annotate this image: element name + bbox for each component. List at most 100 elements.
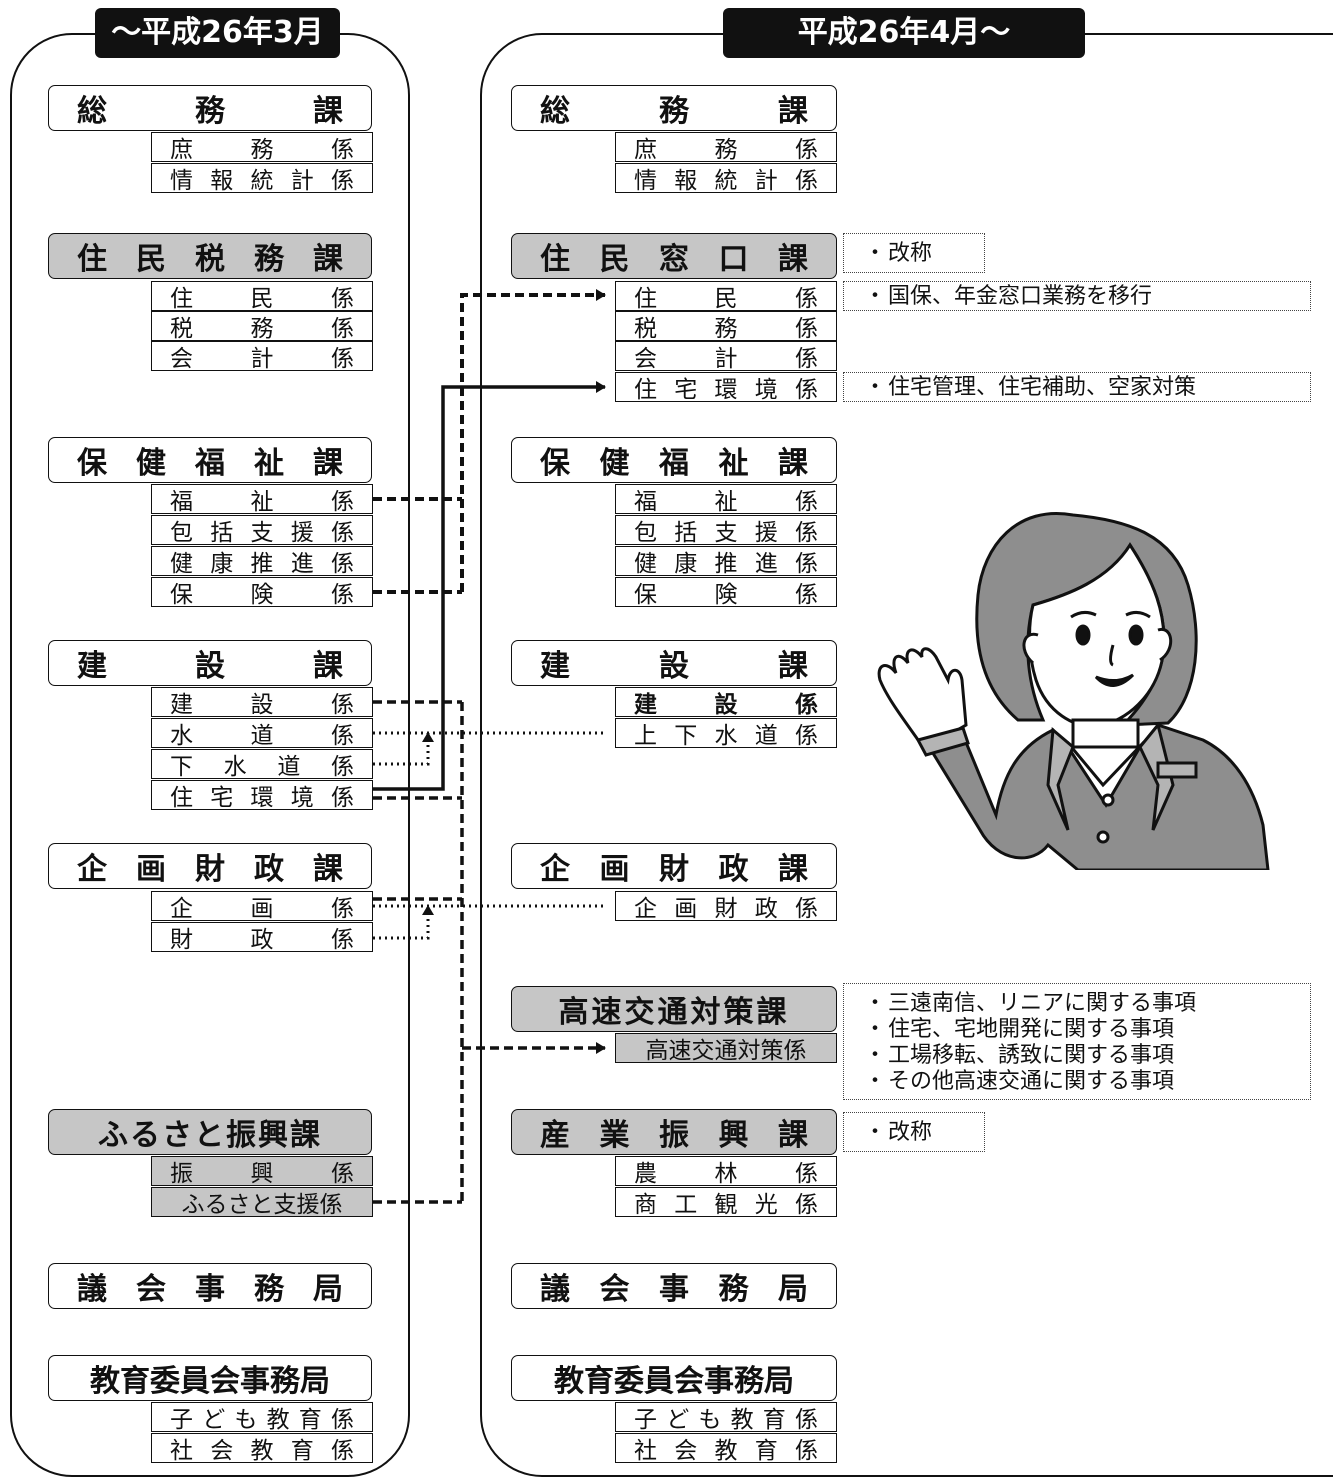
label-char: 道 xyxy=(277,754,301,779)
section-zeimu-before: 税務係 xyxy=(151,311,373,341)
label-char: 民 xyxy=(599,242,630,277)
label-char: 務 xyxy=(718,1272,749,1307)
label-char: 窓 xyxy=(659,242,689,277)
label-char: 係 xyxy=(331,168,354,193)
label-char: 援 xyxy=(290,520,314,545)
section-shomu-before: 庶務係 xyxy=(151,132,373,162)
section-label: 健康推進係 xyxy=(152,547,372,575)
label-char: 下 xyxy=(170,754,193,779)
label-char: 係 xyxy=(795,520,818,545)
label-char: 係 xyxy=(331,896,354,921)
connector-kokuho-nenkin xyxy=(373,295,605,594)
presenter-illustration xyxy=(877,512,1270,870)
label-char: 育 xyxy=(754,1438,778,1463)
note-line: 住宅管理、住宅補助、空家対策 xyxy=(864,375,1306,401)
section-label: 住宅環境係 xyxy=(616,373,836,402)
section-kikaku-before: 企画係 xyxy=(151,891,373,921)
section-shoko-kanko-after: 商工観光係 xyxy=(615,1187,837,1217)
label-char: 企 xyxy=(170,896,193,921)
dept-kosoku-kotsu-after: 高速交通対策課 xyxy=(511,986,837,1032)
label-char: 商 xyxy=(634,1192,657,1217)
before-panel-title: ～平成26年3月 xyxy=(95,8,340,58)
label-char: 子 xyxy=(170,1407,193,1432)
dept-kikaku-zaisei-before-label: 企画財政課 xyxy=(49,844,371,888)
label-char: 振 xyxy=(170,1161,193,1186)
label-char: 業 xyxy=(599,1118,630,1153)
dept-hoken-fukushi-after: 保健福祉課 xyxy=(511,437,837,483)
label-char: 統 xyxy=(250,168,274,193)
dept-jumin-madoguchi-after: 住民窓口課 xyxy=(511,233,837,279)
label-char: 情 xyxy=(170,168,193,193)
label-char: 健 xyxy=(599,446,630,481)
jacket xyxy=(925,721,1270,870)
label-char: 議 xyxy=(540,1272,570,1307)
label-char: 興 xyxy=(250,1161,274,1186)
label-char: 企 xyxy=(634,896,657,921)
after-panel-title: 平成26年4月～ xyxy=(723,8,1085,58)
label-char: 環 xyxy=(250,785,274,810)
section-jutaku-kankyo-after: 住宅環境係 xyxy=(615,372,837,402)
section-label: 庶務係 xyxy=(616,133,836,161)
label-char: 設 xyxy=(250,692,274,717)
section-hokatsu-shien-before: 包括支援係 xyxy=(151,515,373,545)
label-char: 観 xyxy=(714,1192,738,1217)
section-label: 会計係 xyxy=(616,342,836,371)
section-label: 情報統計係 xyxy=(616,164,836,192)
label-char: 係 xyxy=(331,927,354,952)
label-char: 係 xyxy=(331,723,354,748)
section-label: 農林係 xyxy=(616,1157,836,1186)
section-label: 上下水道係 xyxy=(616,719,836,748)
section-label: ふるさと支援係 xyxy=(181,1192,343,1217)
label-char: 係 xyxy=(795,489,818,514)
label-char: 祉 xyxy=(250,489,274,514)
section-label: 住民係 xyxy=(616,282,836,310)
section-label: 高速交通対策係 xyxy=(645,1038,807,1063)
label-char: 民 xyxy=(250,286,274,311)
label-char: 援 xyxy=(754,520,778,545)
label-char: 工 xyxy=(674,1192,698,1217)
label-char: 包 xyxy=(634,520,657,545)
label-char: 係 xyxy=(795,692,818,717)
label-char: 環 xyxy=(714,377,738,402)
label-char: 育 xyxy=(298,1407,322,1432)
section-kaikei-before: 会計係 xyxy=(151,341,373,371)
label-char: 係 xyxy=(795,346,818,371)
dept-kensetsu-before-label: 建設課 xyxy=(49,641,371,685)
label-char: ど xyxy=(202,1407,226,1432)
label-char: も xyxy=(234,1407,258,1432)
label-char: 険 xyxy=(714,582,738,607)
facial-features xyxy=(1070,610,1151,687)
label-char: 課 xyxy=(778,649,808,684)
label-char: 財 xyxy=(659,852,689,887)
section-label: 福祉係 xyxy=(152,485,372,514)
section-kenko-suishin-before: 健康推進係 xyxy=(151,546,373,576)
label-char: 画 xyxy=(674,896,698,921)
label-char: 福 xyxy=(170,489,193,514)
label-char: 会 xyxy=(599,1272,630,1307)
label-char: 産 xyxy=(540,1118,570,1153)
dept-kyoiku-iinkai-after: 教育委員会事務局 xyxy=(511,1355,837,1401)
section-label: 企画係 xyxy=(152,892,372,921)
dept-kensetsu-after: 建設課 xyxy=(511,640,837,686)
label-char: ど xyxy=(666,1407,690,1432)
label-char: 政 xyxy=(754,896,778,921)
label-char: 財 xyxy=(195,852,225,887)
label-char: 保 xyxy=(77,446,107,481)
label-char: 係 xyxy=(795,1161,818,1186)
label-char: 福 xyxy=(634,489,657,514)
label-char: 企 xyxy=(540,852,570,887)
section-label: 水道係 xyxy=(152,719,372,748)
label-char: 住 xyxy=(77,242,107,277)
label-char: 住 xyxy=(540,242,570,277)
dept-furusato-shinko-before-label: ふるさと振興課 xyxy=(98,1118,322,1153)
label-char: 福 xyxy=(659,446,689,481)
label-char: 上 xyxy=(634,723,657,748)
note-line: 住宅、宅地開発に関する事項 xyxy=(864,1017,1306,1043)
section-jumin-before: 住民係 xyxy=(151,281,373,311)
section-label: 子ども教育係 xyxy=(152,1403,372,1432)
section-kensetsu-before: 建設係 xyxy=(151,687,373,717)
label-char: 企 xyxy=(77,852,107,887)
label-char: 住 xyxy=(634,377,657,402)
note-line: 国保、年金窓口業務を移行 xyxy=(864,284,1306,310)
section-suido-before: 水道係 xyxy=(151,718,373,748)
